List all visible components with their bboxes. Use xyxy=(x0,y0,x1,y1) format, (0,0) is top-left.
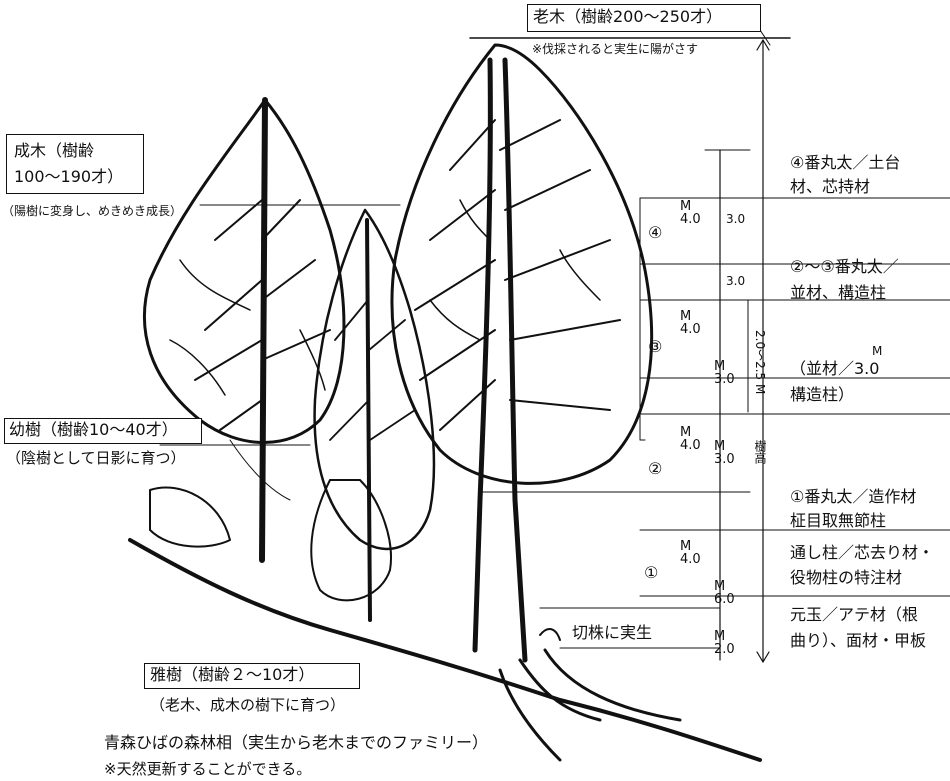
use-4-line1: ④番丸太／土台 xyxy=(790,153,901,172)
old-tree-canopy xyxy=(390,43,654,485)
mature-tree-label-box xyxy=(6,134,144,194)
log-mark-4: M 4.0 xyxy=(680,199,701,227)
caption-title: 青森ひばの森林相（実生から老木までのファミリー） xyxy=(104,733,489,752)
stump-label: 切株に実生 xyxy=(572,623,653,642)
ground-line xyxy=(128,538,762,762)
dim-range: 2.0〜2.5 M xyxy=(753,330,767,395)
use-1-line2: 柾目取無節柱 xyxy=(790,511,887,530)
young-tree-note: （陰樹として日影に育つ） xyxy=(6,449,186,467)
use-23-line2: 並材、構造柱 xyxy=(790,283,887,302)
old-tree-label-box xyxy=(527,4,761,32)
sapling xyxy=(310,479,392,602)
dim-2-0: M 2.0 xyxy=(714,629,735,657)
caption-note: ※天然更新することができる。 xyxy=(104,760,312,778)
dim-3-0-fourth: M 3.0 xyxy=(714,439,735,467)
young-tree-label: 幼樹（樹齢10〜40才） xyxy=(9,420,178,439)
dim-6-0: M 6.0 xyxy=(714,579,735,607)
dim-3-0-second: 3.0 xyxy=(726,274,746,288)
old-tree-label: 老木（樹齢200〜250才） xyxy=(533,7,723,26)
sapling-label: 雅樹（樹齢２〜10才） xyxy=(150,665,315,684)
use-mid-line1: （並材／3.0 xyxy=(790,359,880,378)
use-motodama-line2: 曲り）、面材・甲板 xyxy=(790,631,927,650)
tree-height-label: 樹高 xyxy=(753,440,767,464)
log-mark-3: M 4.0 xyxy=(680,309,701,337)
log-number-3: ③ xyxy=(648,337,663,356)
dim-3-0-third: M 3.0 xyxy=(714,359,735,387)
log-mark-1: M 4.0 xyxy=(680,539,701,567)
log-number-2: ② xyxy=(648,459,663,478)
old-tree-trunk xyxy=(472,57,528,663)
use-tori-line2: 役物柱の特注材 xyxy=(790,568,903,587)
log-mark-2: M 4.0 xyxy=(680,425,701,453)
log-number-1: ① xyxy=(644,563,659,582)
log-number-4: ④ xyxy=(648,223,663,242)
sapling-note: （老木、成木の樹下に育つ） xyxy=(150,696,346,714)
use-mid-m: M xyxy=(872,344,883,358)
mature-tree-note: （陽樹に変身し、めきめき成長） xyxy=(2,204,183,218)
use-1-line1: ①番丸太／造作材 xyxy=(790,487,917,506)
use-23-line1: ②〜③番丸太／ xyxy=(790,257,899,276)
old-tree-note: ※伐採されると実生に陽がさす xyxy=(532,42,699,56)
dim-3-0-top: 3.0 xyxy=(726,212,746,226)
young-tree xyxy=(313,208,436,551)
use-4-line2: 材、芯持材 xyxy=(790,177,871,196)
mature-tree-label-2: 100〜190才） xyxy=(14,167,124,186)
young-tree-label-box xyxy=(4,418,202,444)
use-mid-line2: 構造柱） xyxy=(790,385,855,404)
use-tori-line1: 通し柱／芯去り材・ xyxy=(790,543,935,562)
mature-tree-label-1: 成木（樹齢 xyxy=(14,141,95,160)
mature-tree-canopy xyxy=(142,98,346,444)
use-motodama-line1: 元玉／アテ材（根 xyxy=(790,605,919,624)
sapling-label-box xyxy=(144,663,360,689)
